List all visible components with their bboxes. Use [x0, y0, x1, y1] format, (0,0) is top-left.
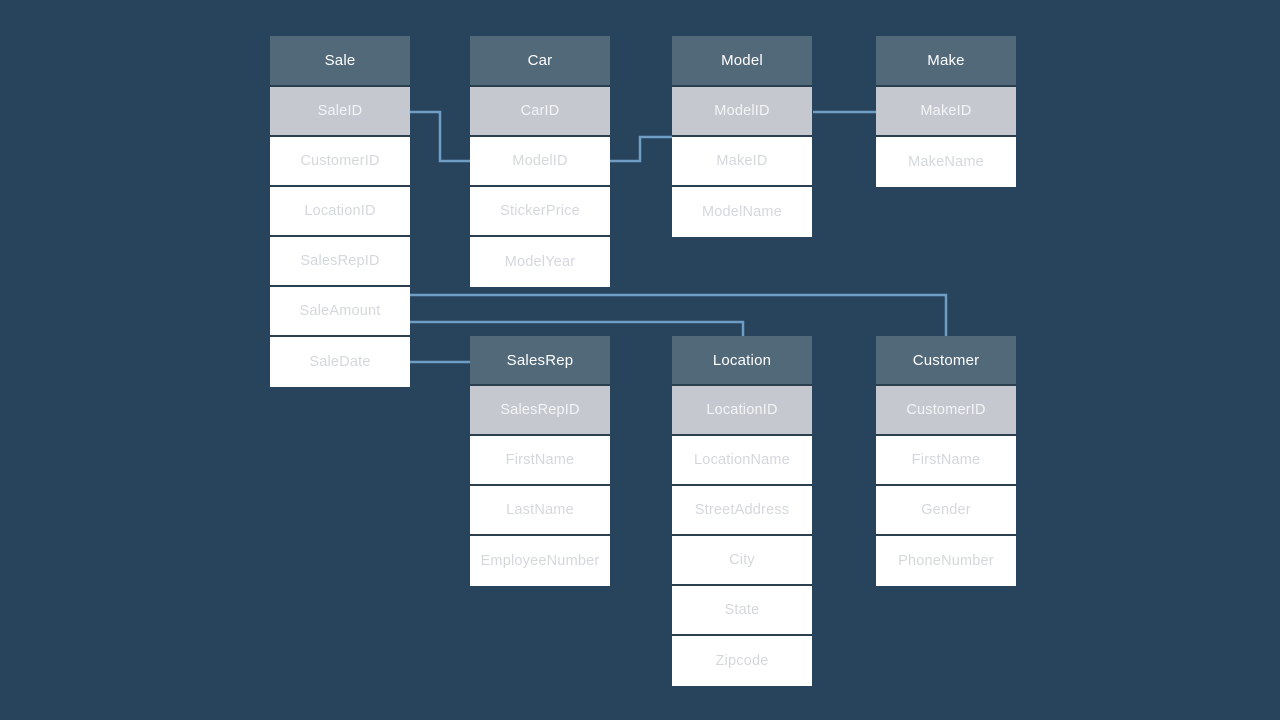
- field-model-makeid[interactable]: MakeID: [672, 137, 812, 187]
- relationship-line: [410, 293, 948, 336]
- field-customer-customerid[interactable]: CustomerID: [876, 386, 1016, 436]
- field-customer-phonenumber[interactable]: PhoneNumber: [876, 536, 1016, 586]
- entity-sale-title: Sale: [270, 36, 410, 87]
- field-location-city[interactable]: City: [672, 536, 812, 586]
- field-sale-customerid[interactable]: CustomerID: [270, 137, 410, 187]
- entity-car-title: Car: [470, 36, 610, 87]
- field-salesrep-lastname[interactable]: LastName: [470, 486, 610, 536]
- entity-customer-title: Customer: [876, 336, 1016, 386]
- field-customer-gender[interactable]: Gender: [876, 486, 1016, 536]
- field-location-streetaddress[interactable]: StreetAddress: [672, 486, 812, 536]
- field-location-state[interactable]: State: [672, 586, 812, 636]
- field-model-modelname[interactable]: ModelName: [672, 187, 812, 237]
- field-location-zipcode[interactable]: Zipcode: [672, 636, 812, 686]
- entity-model-title: Model: [672, 36, 812, 87]
- field-location-locationname[interactable]: LocationName: [672, 436, 812, 486]
- field-customer-firstname[interactable]: FirstName: [876, 436, 1016, 486]
- entity-customer[interactable]: Customer CustomerID FirstName Gender Pho…: [876, 336, 1016, 586]
- entity-model[interactable]: Model ModelID MakeID ModelName: [672, 36, 812, 237]
- entity-location[interactable]: Location LocationID LocationName StreetA…: [672, 336, 812, 686]
- field-car-modelyear[interactable]: ModelYear: [470, 237, 610, 287]
- field-salesrep-firstname[interactable]: FirstName: [470, 436, 610, 486]
- field-make-makeid[interactable]: MakeID: [876, 87, 1016, 137]
- field-location-locationid[interactable]: LocationID: [672, 386, 812, 436]
- relationship-line: [610, 135, 672, 163]
- entity-make-title: Make: [876, 36, 1016, 87]
- field-sale-locationid[interactable]: LocationID: [270, 187, 410, 237]
- field-car-carid[interactable]: CarID: [470, 87, 610, 137]
- field-car-modelid[interactable]: ModelID: [470, 137, 610, 187]
- relationship-line: [410, 320, 745, 336]
- field-salesrep-salesrepid[interactable]: SalesRepID: [470, 386, 610, 436]
- entity-car[interactable]: Car CarID ModelID StickerPrice ModelYear: [470, 36, 610, 287]
- field-sale-saleid[interactable]: SaleID: [270, 87, 410, 137]
- entity-location-title: Location: [672, 336, 812, 386]
- field-salesrep-employeenumber[interactable]: EmployeeNumber: [470, 536, 610, 586]
- relationship-line: [410, 110, 470, 163]
- field-sale-saleamount[interactable]: SaleAmount: [270, 287, 410, 337]
- field-make-makename[interactable]: MakeName: [876, 137, 1016, 187]
- entity-make[interactable]: Make MakeID MakeName: [876, 36, 1016, 187]
- field-sale-saledate[interactable]: SaleDate: [270, 337, 410, 387]
- field-model-modelid[interactable]: ModelID: [672, 87, 812, 137]
- field-car-stickerprice[interactable]: StickerPrice: [470, 187, 610, 237]
- field-sale-salesrepid[interactable]: SalesRepID: [270, 237, 410, 287]
- entity-salesrep[interactable]: SalesRep SalesRepID FirstName LastName E…: [470, 336, 610, 586]
- entity-sale[interactable]: Sale SaleID CustomerID LocationID SalesR…: [270, 36, 410, 387]
- entity-salesrep-title: SalesRep: [470, 336, 610, 386]
